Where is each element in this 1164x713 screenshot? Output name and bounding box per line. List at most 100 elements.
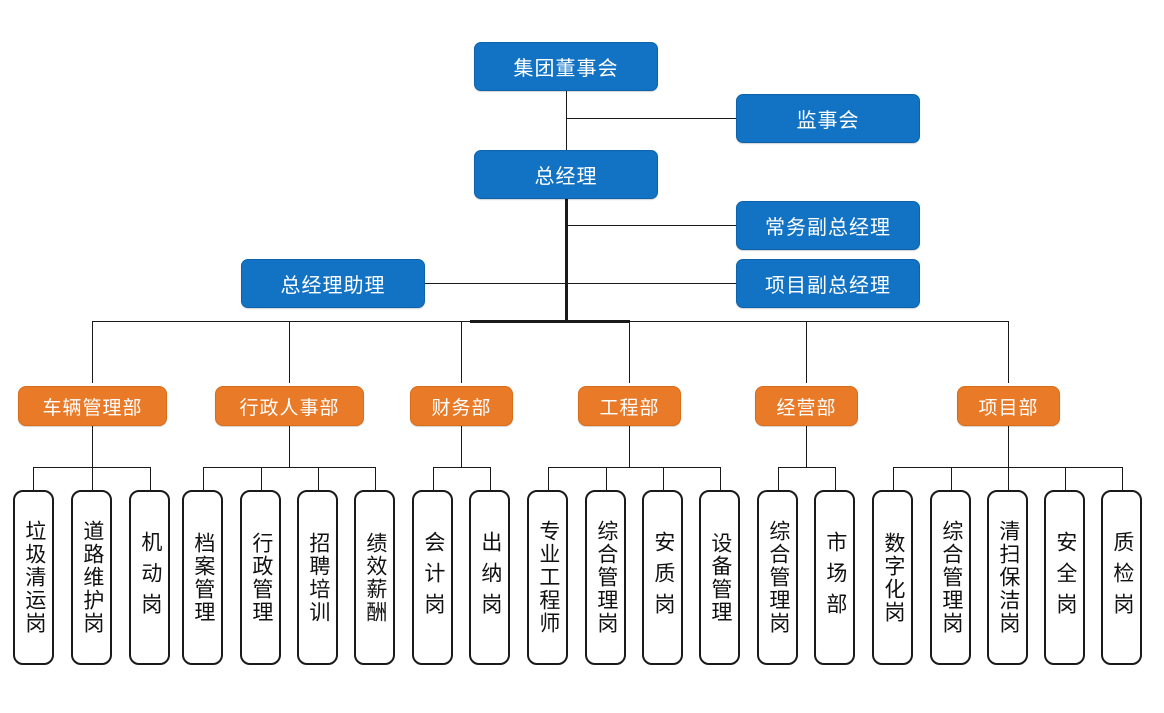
connector-dept1-post3 (150, 467, 151, 490)
connector-drop-dept-5 (806, 321, 807, 383)
connector-gm-trunk (565, 199, 568, 323)
node-post-records-management[interactable]: 档案管理 (182, 490, 223, 665)
node-post-recruitment-training-label: 招聘培训 (306, 531, 330, 624)
node-post-equipment-management[interactable]: 设备管理 (699, 490, 740, 665)
connector-dept3-post2 (490, 467, 491, 490)
node-post-equipment-management-label: 设备管理 (708, 531, 732, 624)
node-post-marketing[interactable]: 市场部 (814, 490, 855, 665)
node-post-performance-compensation-label: 绩效薪酬 (363, 531, 387, 624)
connector-dept6-post2 (951, 467, 952, 490)
connector-department-bus-left (92, 321, 473, 322)
connector-dept6-post5 (1122, 467, 1123, 490)
connector-dept5-bus (778, 467, 836, 468)
connector-board-to-supervisory (566, 118, 736, 119)
connector-drop-dept-3 (461, 321, 462, 383)
connector-department-bus-center (470, 320, 630, 323)
node-post-engineering-general-management-label: 综合管理岗 (594, 520, 618, 635)
node-post-waste-transport-label: 垃圾清运岗 (22, 520, 46, 635)
node-post-digitalization[interactable]: 数字化岗 (872, 490, 913, 665)
node-post-safety[interactable]: 安全岗 (1044, 490, 1085, 665)
node-post-mobile-duty[interactable]: 机动岗 (129, 490, 170, 665)
connector-dept3-post1 (433, 467, 434, 490)
node-post-recruitment-training[interactable]: 招聘培训 (297, 490, 338, 665)
connector-dept6-post1 (893, 467, 894, 490)
node-post-quality-inspection[interactable]: 质检岗 (1101, 490, 1142, 665)
node-department-vehicle-management-label: 车辆管理部 (42, 397, 143, 419)
node-department-project[interactable]: 项目部 (957, 386, 1060, 426)
node-gm-assistant[interactable]: 总经理助理 (241, 259, 425, 308)
connector-dept2-post1 (203, 467, 204, 490)
node-department-project-label: 项目部 (978, 397, 1039, 419)
node-post-mobile-duty-label: 机动岗 (138, 531, 162, 624)
node-department-vehicle-management[interactable]: 车辆管理部 (18, 386, 167, 426)
connector-drop-dept-6 (1008, 321, 1009, 383)
connector-drop-dept-2 (289, 321, 290, 383)
connector-dept4-bus (548, 467, 721, 468)
node-post-road-maintenance[interactable]: 道路维护岗 (71, 490, 112, 665)
node-post-cashier[interactable]: 出纳岗 (469, 490, 510, 665)
node-post-operations-general-management-label: 综合管理岗 (766, 520, 790, 635)
node-post-road-maintenance-label: 道路维护岗 (80, 520, 104, 635)
connector-board-down (566, 91, 567, 151)
connector-dept1-post1 (33, 467, 34, 490)
connector-dept1-post2 (92, 467, 93, 490)
node-post-marketing-label: 市场部 (823, 531, 847, 624)
node-post-administration[interactable]: 行政管理 (240, 490, 281, 665)
node-executive-deputy-gm[interactable]: 常务副总经理 (736, 201, 920, 250)
node-post-engineering-general-management[interactable]: 综合管理岗 (585, 490, 626, 665)
node-post-project-general-management-label: 综合管理岗 (939, 520, 963, 635)
connector-dept3-stem (461, 424, 462, 467)
connector-dept1-stem (92, 424, 93, 467)
node-post-safety-quality[interactable]: 安质岗 (642, 490, 683, 665)
connector-dept2-post3 (318, 467, 319, 490)
node-post-professional-engineer-label: 专业工程师 (536, 520, 560, 635)
node-supervisory-board[interactable]: 监事会 (736, 94, 920, 143)
node-supervisory-board-label: 监事会 (796, 110, 860, 132)
node-post-cashier-label: 出纳岗 (478, 531, 502, 624)
node-project-deputy-gm[interactable]: 项目副总经理 (736, 259, 920, 308)
connector-dept4-stem (629, 424, 630, 467)
node-general-manager-label: 总经理 (534, 166, 598, 188)
connector-drop-dept-1 (92, 321, 93, 383)
node-department-finance[interactable]: 财务部 (410, 386, 513, 426)
node-post-project-general-management[interactable]: 综合管理岗 (930, 490, 971, 665)
connector-dept2-bus (203, 467, 376, 468)
connector-dept4-post4 (720, 467, 721, 490)
node-post-records-management-label: 档案管理 (191, 531, 215, 624)
connector-gm-to-exec-deputy (566, 225, 736, 226)
connector-dept2-stem (289, 424, 290, 467)
node-department-operations-label: 经营部 (776, 397, 837, 419)
connector-dept4-post3 (663, 467, 664, 490)
node-project-deputy-gm-label: 项目副总经理 (765, 275, 891, 297)
connector-dept2-post2 (261, 467, 262, 490)
node-post-waste-transport[interactable]: 垃圾清运岗 (13, 490, 54, 665)
node-post-accounting[interactable]: 会计岗 (412, 490, 453, 665)
node-board-of-directors-label: 集团董事会 (513, 58, 619, 80)
connector-dept5-post2 (835, 467, 836, 490)
node-post-performance-compensation[interactable]: 绩效薪酬 (354, 490, 395, 665)
node-post-digitalization-label: 数字化岗 (881, 531, 905, 624)
node-department-operations[interactable]: 经营部 (755, 386, 858, 426)
connector-dept3-bus (433, 467, 491, 468)
node-department-engineering[interactable]: 工程部 (578, 386, 681, 426)
connector-dept4-post1 (548, 467, 549, 490)
node-department-admin-hr[interactable]: 行政人事部 (215, 386, 364, 426)
connector-dept5-stem (806, 424, 807, 467)
node-general-manager[interactable]: 总经理 (474, 150, 658, 199)
node-post-quality-inspection-label: 质检岗 (1110, 531, 1134, 624)
node-gm-assistant-label: 总经理助理 (280, 275, 386, 297)
node-department-engineering-label: 工程部 (599, 397, 660, 419)
node-post-administration-label: 行政管理 (249, 531, 273, 624)
node-post-operations-general-management[interactable]: 综合管理岗 (757, 490, 798, 665)
node-post-accounting-label: 会计岗 (421, 531, 445, 624)
node-executive-deputy-gm-label: 常务副总经理 (765, 217, 891, 239)
node-post-cleaning-sanitation[interactable]: 清扫保洁岗 (987, 490, 1028, 665)
connector-dept6-stem (1008, 424, 1009, 467)
connector-dept2-post4 (375, 467, 376, 490)
node-department-admin-hr-label: 行政人事部 (239, 397, 340, 419)
node-post-safety-quality-label: 安质岗 (651, 531, 675, 624)
node-board-of-directors[interactable]: 集团董事会 (474, 42, 658, 91)
connector-department-bus-right (629, 321, 1009, 322)
node-post-professional-engineer[interactable]: 专业工程师 (527, 490, 568, 665)
